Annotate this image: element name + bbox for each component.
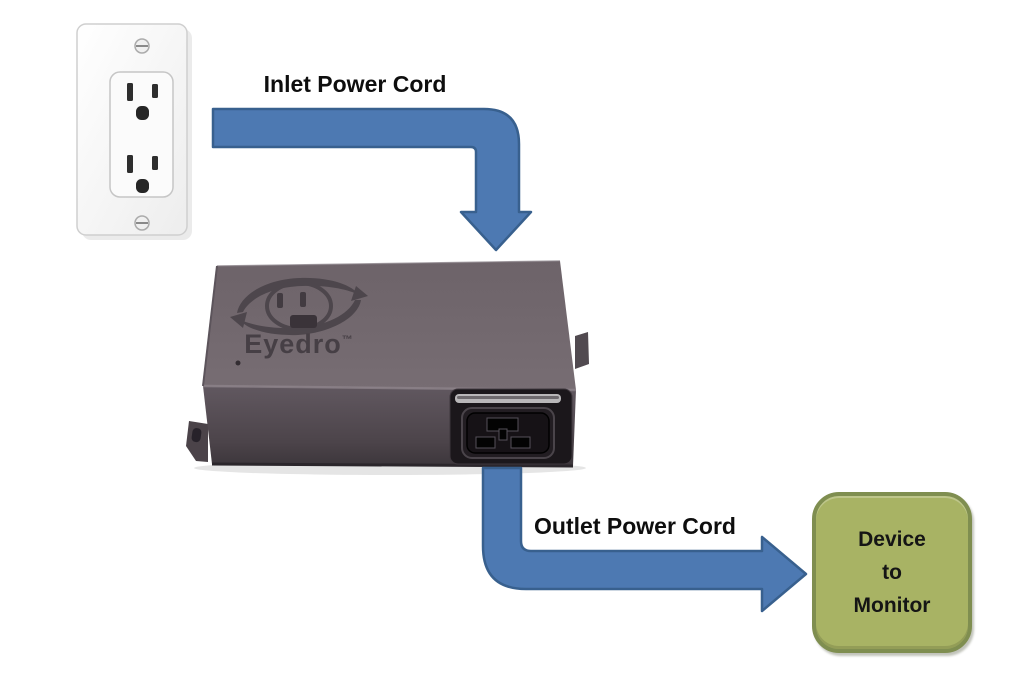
socket-bottom xyxy=(127,155,158,193)
left-tab-hole xyxy=(191,428,202,443)
logo-upper-arrow-tip xyxy=(351,286,368,301)
power-slot xyxy=(152,84,158,98)
screw-icon-top xyxy=(134,38,150,54)
power-slot xyxy=(127,83,133,101)
top-edge-highlight xyxy=(216,260,561,267)
bottom-edge xyxy=(211,462,574,468)
logo-lower-arrow-tip xyxy=(230,312,247,328)
logo-mouth xyxy=(290,315,317,328)
device-box-line: Monitor xyxy=(853,594,931,617)
logo-outlet-face xyxy=(265,281,333,331)
power-slot xyxy=(127,155,133,173)
eyedro-brand-text: Eyedro™ xyxy=(244,329,354,359)
socket-pin-hole-right xyxy=(510,436,531,449)
device-to-monitor-box: Device to Monitor xyxy=(812,492,972,653)
vent-slot-inner xyxy=(457,396,559,399)
inlet-power-cord-label: Inlet Power Cord xyxy=(263,71,447,97)
outlet-power-cord-label: Outlet Power Cord xyxy=(534,513,736,539)
inlet-arrow-icon xyxy=(211,107,533,252)
logo-upper-swoosh xyxy=(237,277,359,313)
ground-hole xyxy=(136,179,149,193)
socket-top xyxy=(127,83,158,120)
device-top-face xyxy=(203,261,576,390)
eyedro-device-graphic: Eyedro™ xyxy=(186,260,589,475)
right-mount-tab xyxy=(575,332,589,369)
eyedro-logo-icon: Eyedro™ xyxy=(230,277,368,366)
logo-eye-slot xyxy=(277,293,283,308)
device-box-line: Device xyxy=(858,528,926,551)
logo-dot xyxy=(235,360,241,366)
socket-pin-hole-center xyxy=(498,428,508,441)
power-slot xyxy=(152,156,158,170)
inlet-arrow-shape xyxy=(211,107,533,252)
c19-power-socket xyxy=(449,388,573,465)
device-box-line: to xyxy=(882,561,902,584)
outlet-arrow-shape xyxy=(481,466,808,613)
logo-lower-swoosh xyxy=(239,300,361,336)
receptacle-face xyxy=(109,71,174,198)
logo-eye-slot xyxy=(300,292,306,307)
ground-hole xyxy=(136,106,149,120)
screw-icon-bottom xyxy=(134,215,150,231)
outlet-arrow-icon xyxy=(481,466,808,613)
left-edge xyxy=(202,265,218,387)
wall-outlet-icon xyxy=(76,23,192,240)
socket-pin-hole-left xyxy=(475,436,496,449)
